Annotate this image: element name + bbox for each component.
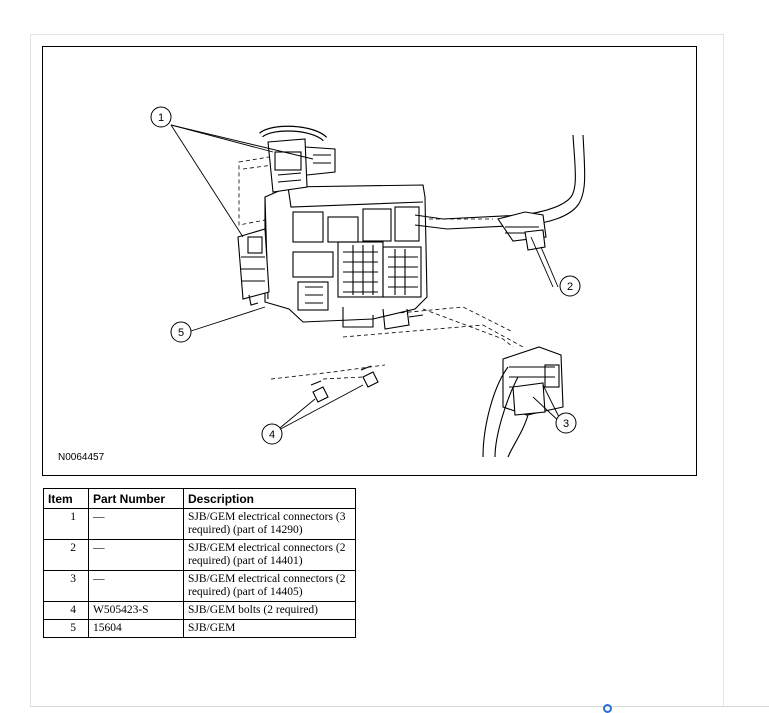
- table-row: 3 — SJB/GEM electrical connectors (2 req…: [43, 570, 356, 602]
- cell-description: SJB/GEM electrical connectors (2 require…: [183, 570, 356, 602]
- cell-item: 2: [43, 539, 89, 571]
- header-part-number: Part Number: [88, 488, 184, 509]
- cell-part-number: W505423-S: [88, 601, 184, 620]
- cell-description: SJB/GEM electrical connectors (3 require…: [183, 508, 356, 540]
- callout-3: 3: [563, 418, 569, 430]
- parts-table: Item Part Number Description 1 — SJB/GEM…: [43, 488, 356, 638]
- cell-item: 1: [43, 508, 89, 540]
- figure-id-label: N0064457: [58, 452, 105, 463]
- cell-item: 3: [43, 570, 89, 602]
- bottom-divider: [30, 706, 769, 707]
- table-header-row: Item Part Number Description: [43, 488, 356, 509]
- circle-icon[interactable]: [603, 704, 612, 713]
- header-description: Description: [183, 488, 356, 509]
- exploded-view-figure: 1 2 3 4 5 N0064457: [42, 46, 697, 476]
- cell-part-number: —: [88, 508, 184, 540]
- bolts: [310, 365, 379, 403]
- table-row: 4 W505423-S SJB/GEM bolts (2 required): [43, 601, 356, 620]
- sjb-gem-illustration: 1 2 3 4 5: [150, 106, 586, 458]
- cell-description: SJB/GEM bolts (2 required): [183, 601, 356, 620]
- callout-4: 4: [269, 429, 275, 441]
- cell-part-number: 15604: [88, 619, 184, 638]
- cell-description: SJB/GEM electrical connectors (2 require…: [183, 539, 356, 571]
- cell-part-number: —: [88, 539, 184, 571]
- cell-item: 5: [43, 619, 89, 638]
- cell-part-number: —: [88, 570, 184, 602]
- callout-5: 5: [178, 327, 184, 339]
- callout-1: 1: [158, 112, 164, 124]
- table-row: 1 — SJB/GEM electrical connectors (3 req…: [43, 508, 356, 540]
- table-row: 2 — SJB/GEM electrical connectors (2 req…: [43, 539, 356, 571]
- callout-2: 2: [567, 281, 573, 293]
- table-row: 5 15604 SJB/GEM: [43, 619, 356, 638]
- right-cable-connector: [414, 134, 586, 251]
- header-item: Item: [43, 488, 89, 509]
- cell-description: SJB/GEM: [183, 619, 356, 638]
- sjb-gem-module: [237, 184, 428, 330]
- top-connector: [259, 125, 336, 193]
- cell-item: 4: [43, 601, 89, 620]
- lower-right-connector: [482, 346, 564, 458]
